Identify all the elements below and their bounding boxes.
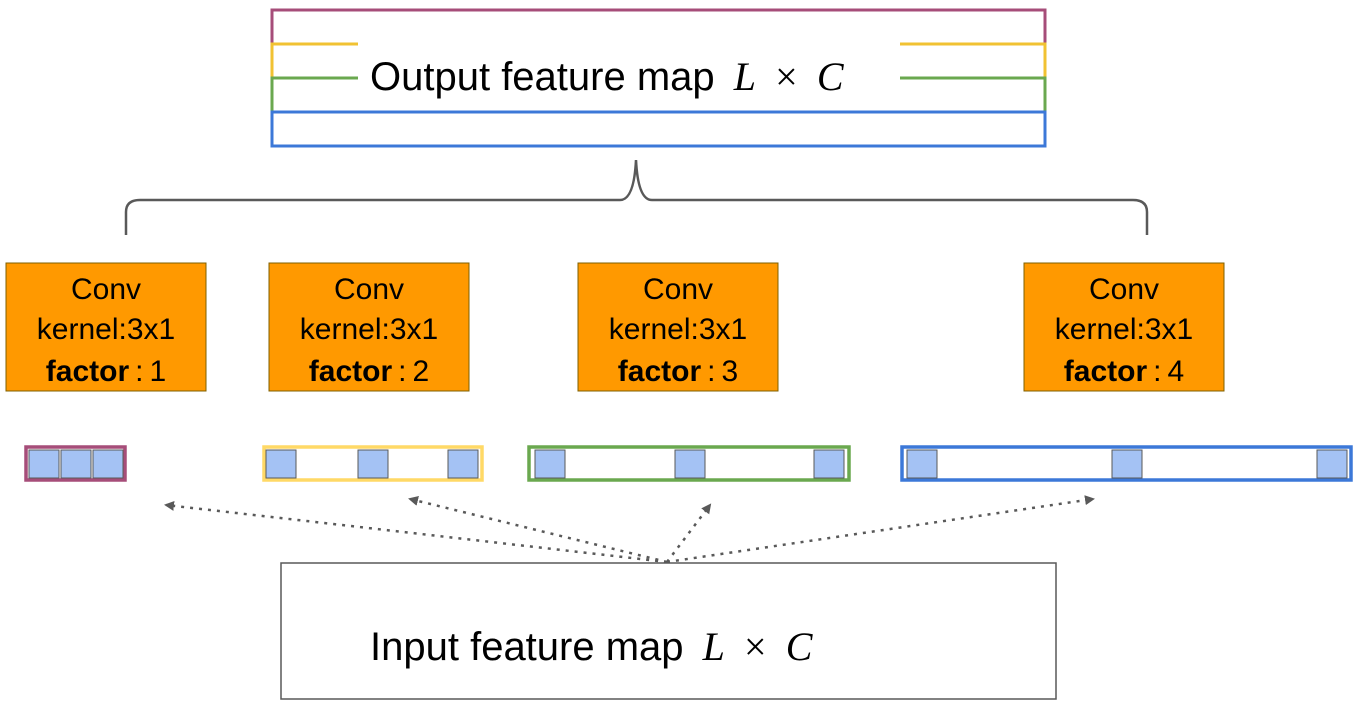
conv-title: Conv	[1089, 273, 1159, 306]
output-stripe-blue	[270, 110, 1047, 148]
kernel-cell-1	[28, 449, 60, 479]
conv-title: Conv	[71, 273, 141, 306]
kernel-cell-3	[92, 449, 124, 479]
conv-title: Conv	[71, 273, 141, 306]
input-dim-l: L	[702, 624, 725, 669]
conv-block-box	[1023, 262, 1225, 392]
conv-block-box	[5, 262, 207, 392]
conv-kernel-sep: :	[119, 313, 127, 346]
conv-title: Conv	[643, 273, 713, 306]
conv-factor-sep: :	[707, 355, 715, 388]
kernel-cell-3	[447, 449, 479, 479]
output-map-label-text: Output feature map	[370, 55, 715, 99]
conv-title: Conv	[1089, 273, 1159, 306]
output-label-background	[358, 38, 900, 108]
kernel-cell-3	[1316, 449, 1348, 479]
input-feature-map: Input feature map L × C	[280, 562, 1057, 700]
conv-kernel-label: kernel	[609, 313, 691, 346]
conv-title: Conv	[334, 273, 404, 306]
kernel-strip-3	[527, 445, 851, 482]
output-dim-l: L	[733, 54, 756, 99]
conv-block-box	[268, 262, 470, 392]
conv-factor: factor:2	[309, 355, 429, 388]
kernel-cell-1	[534, 449, 566, 479]
input-dim-times: ×	[744, 624, 767, 669]
conv-kernel-label: kernel	[1055, 313, 1137, 346]
conv-kernel-label: kernel	[300, 313, 382, 346]
conv-kernel-label: kernel	[37, 313, 119, 346]
output-dim-c: C	[817, 54, 845, 99]
conv-factor-sep: :	[1153, 355, 1161, 388]
conv-kernel: kernel:3x1	[37, 313, 175, 346]
kernel-cell-2	[1111, 449, 1143, 479]
arrow-to-strip-1	[164, 500, 668, 564]
kernel-cell-2	[674, 449, 706, 479]
conv-factor: factor:1	[46, 355, 166, 388]
kernel-cell-2	[60, 449, 92, 479]
conv-factor-sep: :	[135, 355, 143, 388]
conv-kernel-value: 3x1	[390, 313, 438, 346]
output-feature-map: Output feature map L × C	[270, 8, 1047, 148]
conv-kernel-value: 3x1	[1145, 313, 1193, 346]
conv-kernel: kernel:3x1	[1055, 313, 1193, 346]
conv-factor-label: factor	[309, 355, 393, 388]
conv-blocks: Convkernel:3x1factor:1Convkernel:3x1fact…	[5, 262, 1225, 392]
conv-block-box	[577, 262, 779, 392]
kernel-cell-1	[265, 449, 297, 479]
input-map-box	[280, 562, 1057, 700]
conv-kernel-value: 3x1	[699, 313, 747, 346]
conv-factor-label: factor	[1064, 355, 1148, 388]
conv-factor-value: 4	[1168, 355, 1185, 388]
input-map-label: Input feature map L × C	[370, 624, 814, 669]
conv-kernel-sep: :	[1137, 313, 1145, 346]
conv-factor: factor:4	[1064, 355, 1184, 388]
kernel-cell-3	[813, 449, 845, 479]
conv-factor-label: factor	[46, 355, 130, 388]
kernel-strip-2	[262, 445, 484, 482]
input-arrows	[164, 495, 1095, 564]
merge-bracket	[124, 159, 1149, 235]
arrow-to-strip-3	[666, 503, 712, 563]
conv-factor-value: 3	[722, 355, 739, 388]
conv-kernel: kernel:3x1	[609, 313, 747, 346]
kernel-cell-1	[906, 449, 938, 479]
conv-factor-label: factor	[618, 355, 702, 388]
conv-factor-value: 2	[413, 355, 430, 388]
arrow-to-strip-2	[408, 496, 668, 564]
input-dim-c: C	[786, 624, 814, 669]
conv-factor: factor:3	[618, 355, 738, 388]
arrow-to-strip-4	[666, 495, 1095, 564]
input-map-label-text: Input feature map	[370, 625, 684, 669]
conv-kernel-sep: :	[691, 313, 699, 346]
conv-factor-value: 1	[150, 355, 167, 388]
kernel-cell-2	[357, 449, 389, 479]
kernel-strip-4	[900, 445, 1353, 482]
conv-factor-sep: :	[398, 355, 406, 388]
conv-kernel: kernel:3x1	[300, 313, 438, 346]
conv-title: Conv	[643, 273, 713, 306]
conv-kernel-value: 3x1	[127, 313, 175, 346]
kernel-strips	[24, 445, 1353, 482]
conv-kernel-sep: :	[382, 313, 390, 346]
output-dim-times: ×	[775, 54, 798, 99]
conv-title: Conv	[334, 273, 404, 306]
output-map-label: Output feature map L × C	[370, 54, 845, 99]
kernel-strip-1	[24, 445, 127, 482]
